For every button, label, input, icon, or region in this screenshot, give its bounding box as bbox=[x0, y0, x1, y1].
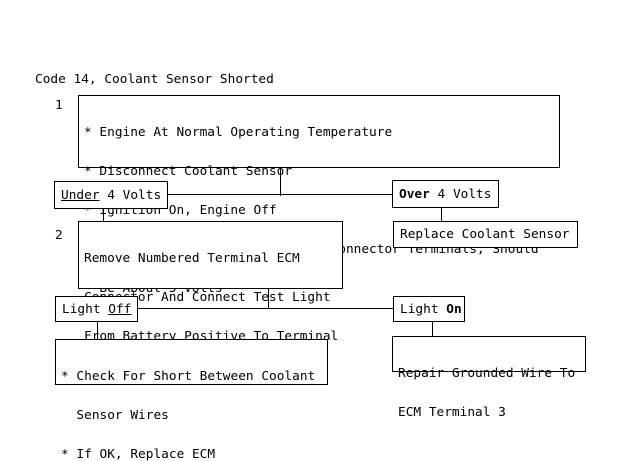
connector-line-step1-down bbox=[280, 166, 281, 196]
under-4-volts-box: Under 4 Volts bbox=[54, 181, 168, 209]
repair-wire-line: ECM Terminal 3 bbox=[398, 405, 506, 420]
over-rest: 4 Volts bbox=[429, 186, 492, 202]
over-4-volts-box: Over 4 Volts bbox=[392, 180, 499, 208]
step-1-line: * Disconnect Coolant Sensor bbox=[84, 164, 293, 179]
light-on-keyword: On bbox=[446, 301, 462, 317]
connector-line-branch1-horizontal bbox=[164, 194, 396, 195]
connector-line-lightoff-down bbox=[97, 318, 98, 342]
step-1-number: 1 bbox=[55, 98, 63, 113]
check-short-line: * Check For Short Between Coolant bbox=[61, 369, 316, 384]
check-short-line: * If OK, Replace ECM bbox=[61, 447, 216, 461]
under-keyword: Under bbox=[61, 187, 100, 203]
connector-line-step2-down bbox=[268, 286, 269, 309]
replace-coolant-sensor-label: Replace Coolant Sensor bbox=[400, 227, 570, 242]
connector-line-branch2-horizontal bbox=[134, 308, 397, 309]
page-title: Code 14, Coolant Sensor Shorted bbox=[35, 72, 274, 87]
under-rest: 4 Volts bbox=[99, 187, 162, 203]
connector-line-over-down bbox=[441, 204, 442, 225]
check-short-line: Sensor Wires bbox=[61, 408, 169, 423]
step-2-line: Remove Numbered Terminal ECM bbox=[84, 251, 300, 266]
over-keyword: Over bbox=[399, 186, 430, 202]
step-2-number: 2 bbox=[55, 228, 63, 243]
light-off-prefix: Light bbox=[62, 301, 109, 317]
light-on-box: Light On bbox=[393, 296, 465, 322]
repair-grounded-wire-box: Repair Grounded Wire To ECM Terminal 3 bbox=[392, 336, 586, 419]
repair-wire-line: Repair Grounded Wire To bbox=[398, 366, 576, 381]
connector-line-under-down bbox=[103, 205, 104, 225]
replace-coolant-sensor-box: Replace Coolant Sensor bbox=[393, 221, 578, 248]
light-on-prefix: Light bbox=[400, 301, 447, 317]
step-2-box: Remove Numbered Terminal ECM Connector A… bbox=[78, 221, 343, 382]
light-off-keyword: Off bbox=[108, 301, 132, 317]
connector-line-lighton-down bbox=[432, 318, 433, 340]
check-short-box: * Check For Short Between Coolant Sensor… bbox=[55, 339, 328, 461]
light-off-box: Light Off bbox=[55, 296, 138, 322]
step-1-line: * Engine At Normal Operating Temperature bbox=[84, 125, 393, 140]
step-1-box: * Engine At Normal Operating Temperature… bbox=[78, 95, 560, 295]
